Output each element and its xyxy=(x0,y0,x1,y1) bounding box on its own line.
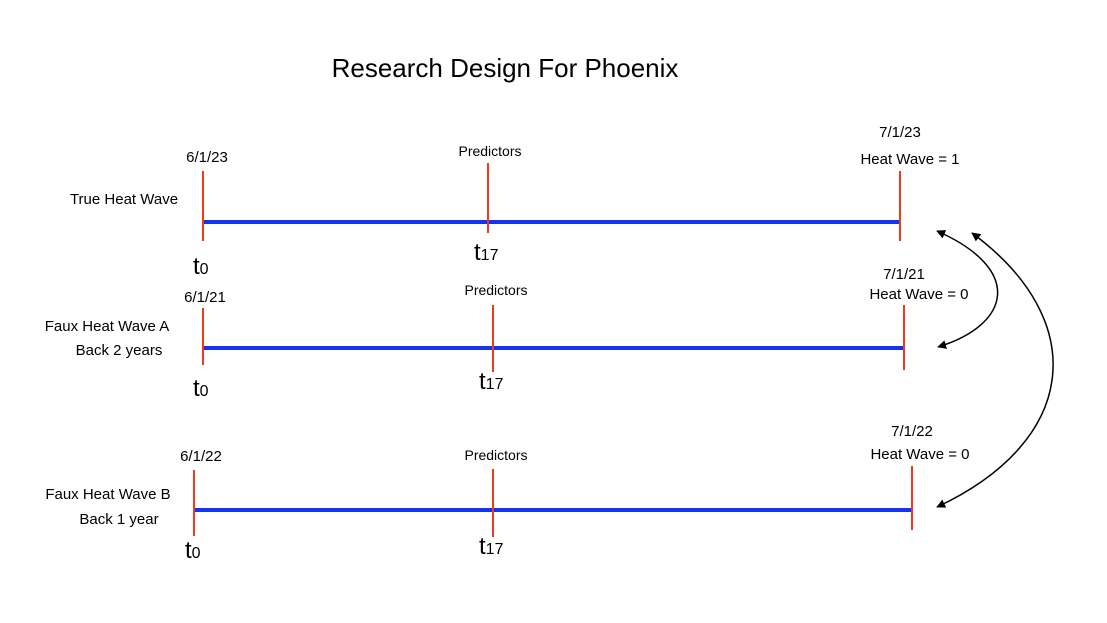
t0-label: t0 xyxy=(193,375,209,402)
predictors-label: Predictors xyxy=(464,447,527,463)
end-date: 7/1/22 xyxy=(891,423,933,440)
t0-subscript: 0 xyxy=(192,545,201,562)
timeline-faux-heat-wave-a: Faux Heat Wave A Back 2 years 6/1/21 Pre… xyxy=(45,266,969,402)
end-outcome-label: Heat Wave = 0 xyxy=(869,286,968,303)
comparison-arrow-true-vs-faux-b xyxy=(936,232,1054,508)
timeline-true-heat-wave: True Heat Wave 6/1/23 Predictors 7/1/23 … xyxy=(70,124,960,280)
timeline-label-line1: Faux Heat Wave A xyxy=(45,318,170,335)
timeline-label-line1: Faux Heat Wave B xyxy=(45,486,170,503)
end-outcome-label: Heat Wave = 0 xyxy=(870,446,969,463)
t0-label: t0 xyxy=(185,537,201,564)
t0-subscript: 0 xyxy=(200,261,209,278)
timeline-label-line2: Back 2 years xyxy=(76,342,163,359)
start-date: 6/1/21 xyxy=(184,289,226,306)
start-date: 6/1/22 xyxy=(180,448,222,465)
timeline-label-line2: Back 1 year xyxy=(79,511,158,528)
timeline-label: True Heat Wave xyxy=(70,191,178,208)
t17-label: t17 xyxy=(474,239,499,266)
end-date: 7/1/23 xyxy=(879,124,921,141)
predictors-label: Predictors xyxy=(464,282,527,298)
t17-subscript: 17 xyxy=(486,376,504,393)
end-date: 7/1/21 xyxy=(883,266,925,283)
timeline-faux-heat-wave-b: Faux Heat Wave B Back 1 year 6/1/22 Pred… xyxy=(45,423,969,564)
t17-label: t17 xyxy=(479,368,504,395)
end-outcome-label: Heat Wave = 1 xyxy=(860,151,959,168)
t17-subscript: 17 xyxy=(486,541,504,558)
t0-subscript: 0 xyxy=(200,383,209,400)
t17-label: t17 xyxy=(479,533,504,560)
predictors-label: Predictors xyxy=(458,143,521,159)
t17-subscript: 17 xyxy=(481,247,499,264)
start-date: 6/1/23 xyxy=(186,149,228,166)
t0-label: t0 xyxy=(193,253,209,280)
diagram-title: Research Design For Phoenix xyxy=(332,53,679,83)
